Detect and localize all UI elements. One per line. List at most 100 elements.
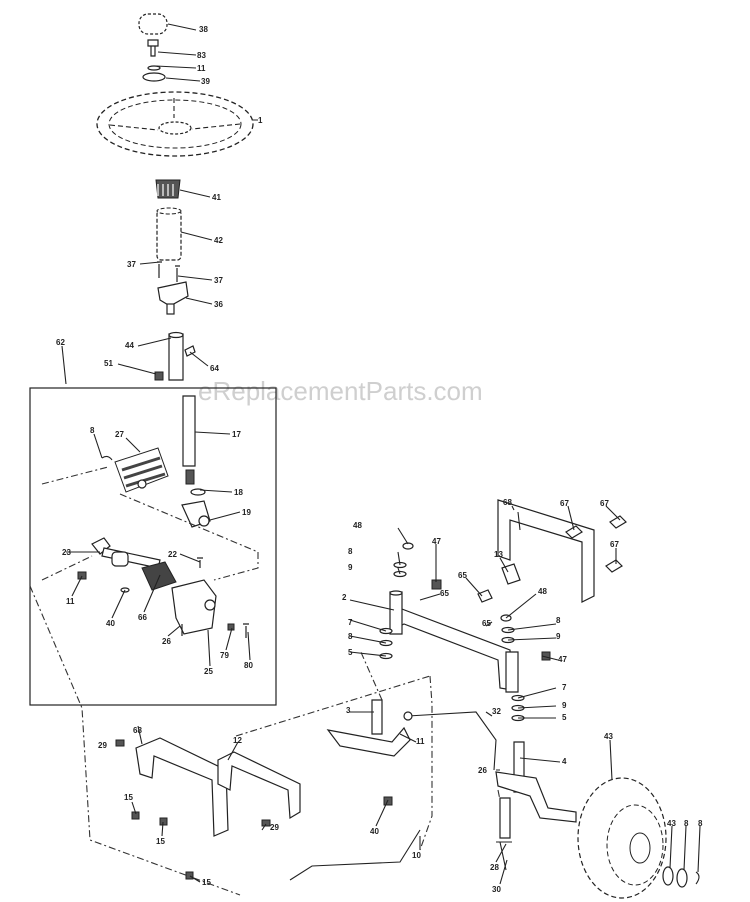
callout-15b: 15: [156, 837, 165, 846]
construction-lines-c: [235, 675, 433, 851]
frame-bracket-68: [497, 499, 595, 603]
steering-cap: [138, 13, 168, 35]
bolt-29a: [115, 739, 125, 747]
steering-adapter: [155, 179, 181, 199]
cap-bolt: [147, 39, 159, 57]
construction-lines-d: [359, 649, 501, 801]
callout-5b: 5: [562, 713, 567, 722]
callout-29b: 29: [270, 823, 279, 832]
callout-65b: 65: [440, 589, 449, 598]
callout-43a: 43: [604, 732, 613, 741]
callout-65a: 65: [458, 571, 467, 580]
pinion-gear: [181, 500, 211, 528]
steering-shaft-lower: [182, 395, 196, 485]
pivot-shaft: [91, 537, 161, 569]
nut-11: [77, 571, 87, 580]
callout-67a: 67: [560, 499, 569, 508]
callout-5a: 5: [348, 648, 353, 657]
callout-22: 22: [168, 550, 177, 559]
bolt-80: [243, 623, 249, 638]
spindle-right-pivot: [505, 651, 519, 693]
callout-15c: 15: [202, 878, 211, 887]
callout-4: 4: [562, 757, 567, 766]
callout-8a: 8: [90, 426, 95, 435]
clip-8: [101, 455, 113, 461]
callout-9c: 9: [562, 701, 567, 710]
sector-gear: [114, 447, 169, 493]
watermark-text: eReplacementParts.com: [198, 376, 483, 406]
nut-51: [154, 371, 164, 381]
callout-47a: 47: [432, 537, 441, 546]
callout-28: 28: [490, 863, 499, 872]
bracket-12: [217, 751, 301, 820]
callout-40b: 40: [370, 827, 379, 836]
callout-42: 42: [214, 236, 223, 245]
construction-lines-a: [41, 466, 259, 581]
spindle-left-pivot: [389, 590, 403, 635]
axle-beam: [393, 605, 513, 691]
callout-2: 2: [342, 593, 347, 602]
construction-lines-b: [29, 585, 241, 896]
callout-32: 32: [492, 707, 501, 716]
callout-26b: 26: [478, 766, 487, 775]
callout-11b: 11: [66, 597, 75, 606]
callout-18: 18: [234, 488, 243, 497]
roll-pin: [184, 345, 196, 357]
nut-15b: [159, 817, 168, 826]
bolt-left: [157, 261, 162, 278]
callout-68: 68: [503, 498, 512, 507]
callout-43b: 43: [667, 819, 676, 828]
spindle-4-right: [495, 741, 577, 823]
callout-9b: 9: [556, 632, 561, 641]
callout-23: 23: [62, 548, 71, 557]
callout-11c: 11: [416, 737, 425, 746]
callout-67c: 67: [610, 540, 619, 549]
callout-25: 25: [204, 667, 213, 676]
bolt-right: [175, 265, 180, 282]
bolt-67c: [605, 559, 623, 573]
callout-7a: 7: [348, 618, 353, 627]
lock-washer: [147, 65, 161, 71]
steering-wheel: [96, 91, 254, 157]
callout-8b: 8: [348, 547, 353, 556]
callout-62: 62: [56, 338, 65, 347]
callout-66: 66: [138, 613, 147, 622]
callout-17: 17: [232, 430, 241, 439]
spindle-3-left: [326, 699, 411, 757]
callout-48b: 48: [538, 587, 547, 596]
snap-ring-8f: [695, 871, 700, 885]
callout-9a: 9: [348, 563, 353, 572]
callout-13: 13: [494, 550, 503, 559]
bolt-29b: [261, 819, 271, 827]
callout-37b: 37: [214, 276, 223, 285]
pin-28: [499, 797, 511, 839]
steering-column-shaft: [168, 331, 184, 381]
frame-bracket-68b: [135, 737, 229, 837]
callout-15a: 15: [124, 793, 133, 802]
drag-link-32: [403, 711, 497, 771]
callout-79: 79: [220, 651, 229, 660]
callout-83: 83: [197, 51, 206, 60]
washer-8e: [676, 868, 688, 888]
callout-64: 64: [210, 364, 219, 373]
bushing-65: [477, 589, 493, 603]
callout-11a: 11: [197, 64, 206, 73]
nut-47a: [431, 579, 442, 590]
support-bracket-25: [171, 579, 217, 635]
callout-39: 39: [201, 77, 210, 86]
bolt-79: [227, 623, 235, 631]
assembly-box: [29, 387, 277, 706]
nut-15c: [185, 871, 194, 880]
steering-washer: [142, 72, 166, 82]
callout-8c: 8: [556, 616, 561, 625]
callout-65c: 65: [482, 619, 491, 628]
front-wheel: [577, 777, 667, 899]
nut-15a: [131, 811, 140, 820]
callout-3: 3: [346, 706, 351, 715]
callout-37a: 37: [127, 260, 136, 269]
callout-8e: 8: [684, 819, 689, 828]
callout-41: 41: [212, 193, 221, 202]
callout-44: 44: [125, 341, 134, 350]
bolt-67a: [565, 525, 583, 539]
